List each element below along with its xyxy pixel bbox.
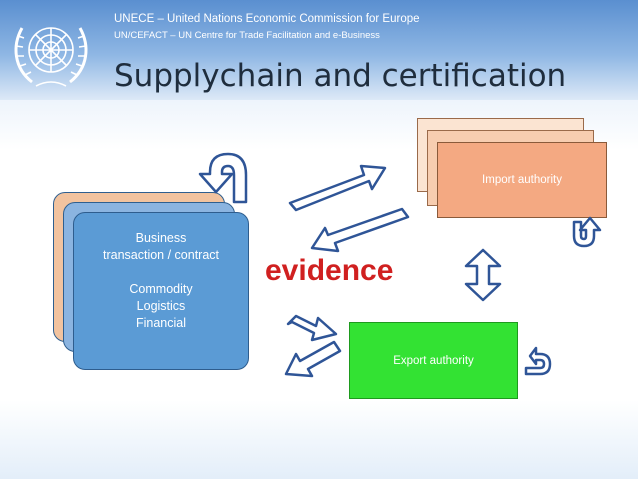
arrow-to-export bbox=[286, 314, 338, 342]
arrow-to-import bbox=[288, 164, 387, 212]
arrow-from-export bbox=[284, 340, 342, 378]
evidence-label: evidence bbox=[265, 254, 394, 287]
business-card: Business transaction / contract Commodit… bbox=[73, 212, 249, 370]
business-line: transaction / contract bbox=[102, 248, 220, 262]
un-emblem-icon bbox=[14, 27, 88, 87]
business-line: Logistics bbox=[136, 299, 186, 313]
u-turn-arrow-icon bbox=[198, 152, 248, 204]
import-authority-label: Import authority bbox=[482, 174, 562, 186]
business-line: Commodity bbox=[129, 282, 193, 296]
export-authority-box: Export authority bbox=[349, 322, 518, 399]
u-turn-arrow-icon bbox=[524, 346, 552, 376]
u-turn-arrow-icon bbox=[572, 216, 602, 248]
business-line: Business bbox=[135, 231, 187, 245]
double-arrow-icon bbox=[464, 248, 502, 302]
page-title: Supplychain and certification bbox=[114, 58, 567, 94]
org-line-unece: UNECE – United Nations Economic Commissi… bbox=[114, 13, 420, 25]
business-line: Financial bbox=[135, 316, 187, 330]
header-band bbox=[0, 0, 638, 100]
org-line-uncefact: UN/CEFACT – UN Centre for Trade Facilita… bbox=[114, 30, 380, 41]
arrow-from-import bbox=[310, 207, 410, 253]
export-authority-label: Export authority bbox=[393, 354, 474, 367]
import-authority-box: Import authority bbox=[437, 142, 607, 218]
